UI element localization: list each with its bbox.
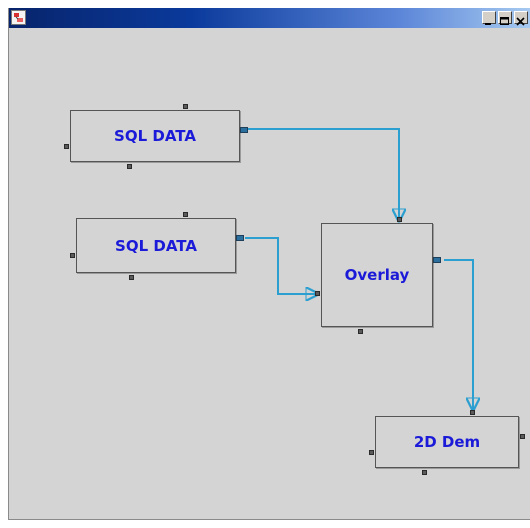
output-port[interactable] (433, 257, 441, 263)
minimize-icon (485, 23, 491, 25)
output-port[interactable] (520, 434, 525, 439)
overlay-node[interactable]: Overlay (315, 217, 441, 334)
connection-sql2-to-overlay[interactable] (245, 237, 318, 294)
input-port-bottom[interactable] (127, 164, 132, 169)
node-label: SQL DATA (115, 236, 197, 255)
connection-overlay-to-dem[interactable] (444, 259, 473, 410)
app-icon[interactable] (11, 10, 26, 25)
input-port-left[interactable] (70, 253, 75, 258)
input-port-bottom[interactable] (358, 329, 363, 334)
input-port-left[interactable] (315, 291, 320, 296)
sql-data-node[interactable]: SQL DATA (70, 212, 244, 280)
connection-layer (245, 128, 530, 520)
title-bar[interactable] (9, 8, 530, 28)
node-label: 2D Dem (413, 433, 481, 451)
close-icon (516, 17, 525, 26)
node-label: SQL DATA (114, 127, 196, 145)
output-port[interactable] (236, 235, 244, 241)
node-label: Overlay (344, 266, 410, 284)
input-port-top[interactable] (183, 212, 188, 217)
output-port[interactable] (240, 127, 248, 133)
input-port-top[interactable] (397, 217, 402, 222)
input-port-bottom[interactable] (129, 275, 134, 280)
input-port-left[interactable] (369, 450, 374, 455)
maximize-icon (500, 17, 509, 25)
maximize-button[interactable] (498, 11, 512, 25)
workflow-canvas[interactable]: SQL DATA SQL DATA Overlay 2D Dem (9, 28, 530, 519)
workflow-window: SQL DATA SQL DATA Overlay 2D Dem (8, 8, 530, 520)
input-port-left[interactable] (64, 144, 69, 149)
sql-data-node[interactable]: SQL DATA (64, 104, 248, 169)
minimize-button[interactable] (482, 11, 496, 25)
2d-dem-node[interactable]: 2D Dem (369, 410, 525, 475)
input-port-top[interactable] (470, 410, 475, 415)
input-port-bottom[interactable] (422, 470, 427, 475)
close-button[interactable] (514, 11, 528, 26)
connection-sql1-to-overlay[interactable] (246, 128, 399, 221)
input-port-top[interactable] (183, 104, 188, 109)
